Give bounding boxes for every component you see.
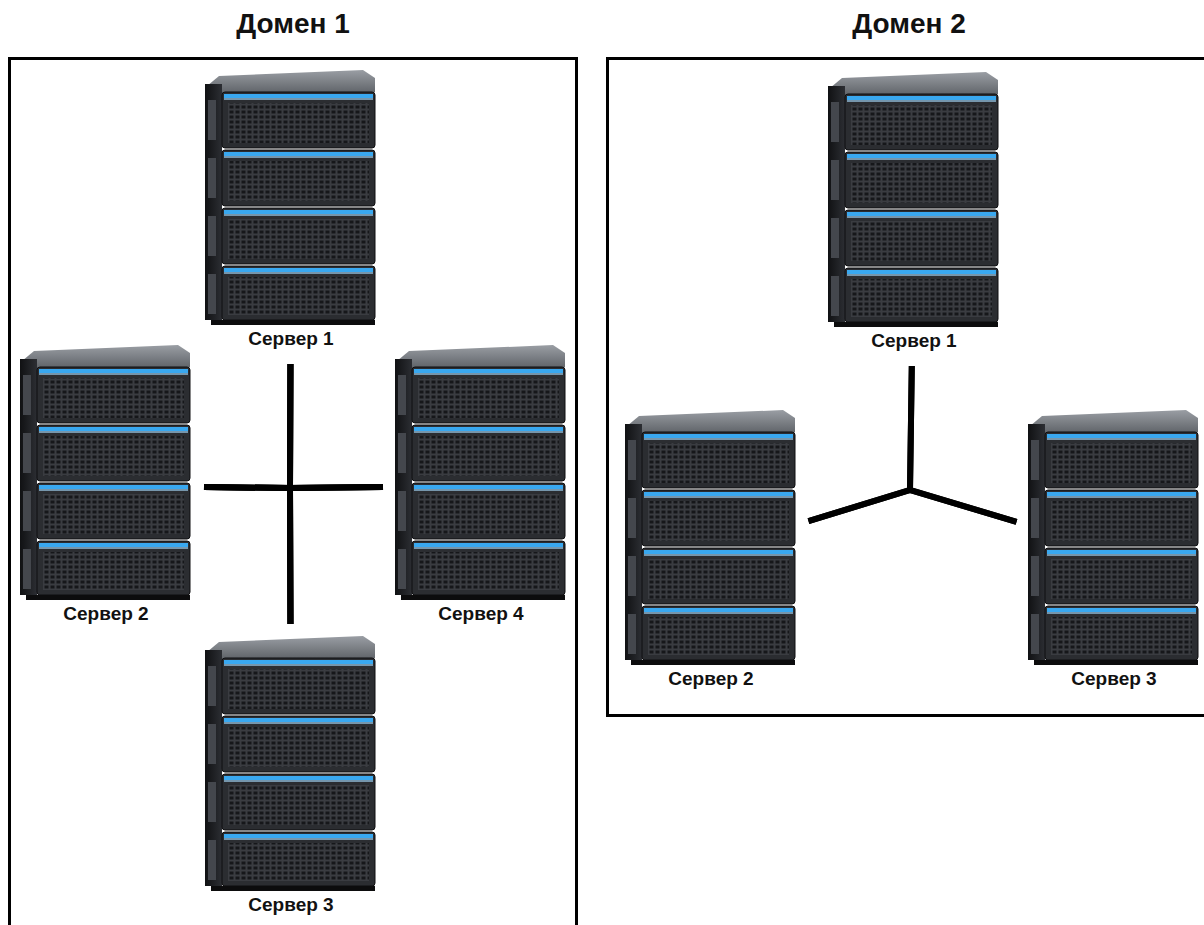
server-label: Сервер 3 (205, 894, 377, 916)
server-rack (395, 345, 565, 600)
server-rack (205, 70, 375, 325)
server-rack (625, 410, 795, 665)
domain-title: Домен 1 (11, 8, 575, 40)
server-label: Сервер 3 (1028, 668, 1200, 690)
network-link (204, 364, 290, 488)
network-link (808, 490, 1016, 522)
server-label: Сервер 1 (205, 328, 377, 350)
server-label: Сервер 1 (828, 330, 1000, 352)
server-rack (828, 72, 998, 327)
network-link (290, 487, 383, 624)
server-node: Сервер 1 (828, 72, 1000, 354)
server-label: Сервер 4 (395, 603, 567, 625)
network-link (808, 366, 911, 521)
server-node: Сервер 3 (1028, 410, 1200, 692)
server-rack (1028, 410, 1198, 665)
server-node: Сервер 4 (395, 345, 567, 627)
network-link (290, 364, 383, 488)
domain-title: Домен 2 (609, 8, 1204, 40)
server-node: Сервер 2 (625, 410, 797, 692)
server-node: Сервер 3 (205, 636, 377, 918)
server-node: Сервер 1 (205, 70, 377, 352)
network-link (910, 366, 1017, 522)
server-label: Сервер 2 (20, 603, 192, 625)
server-node: Сервер 2 (20, 345, 192, 627)
network-link (204, 487, 290, 624)
domain-box: Домен 1Сервер 1Сервер 2Сервер 4Сервер 3 (8, 57, 578, 925)
server-label: Сервер 2 (625, 668, 797, 690)
domain-box: Домен 2Сервер 1Сервер 2Сервер 3 (606, 57, 1204, 717)
server-rack (20, 345, 190, 600)
server-rack (205, 636, 375, 891)
